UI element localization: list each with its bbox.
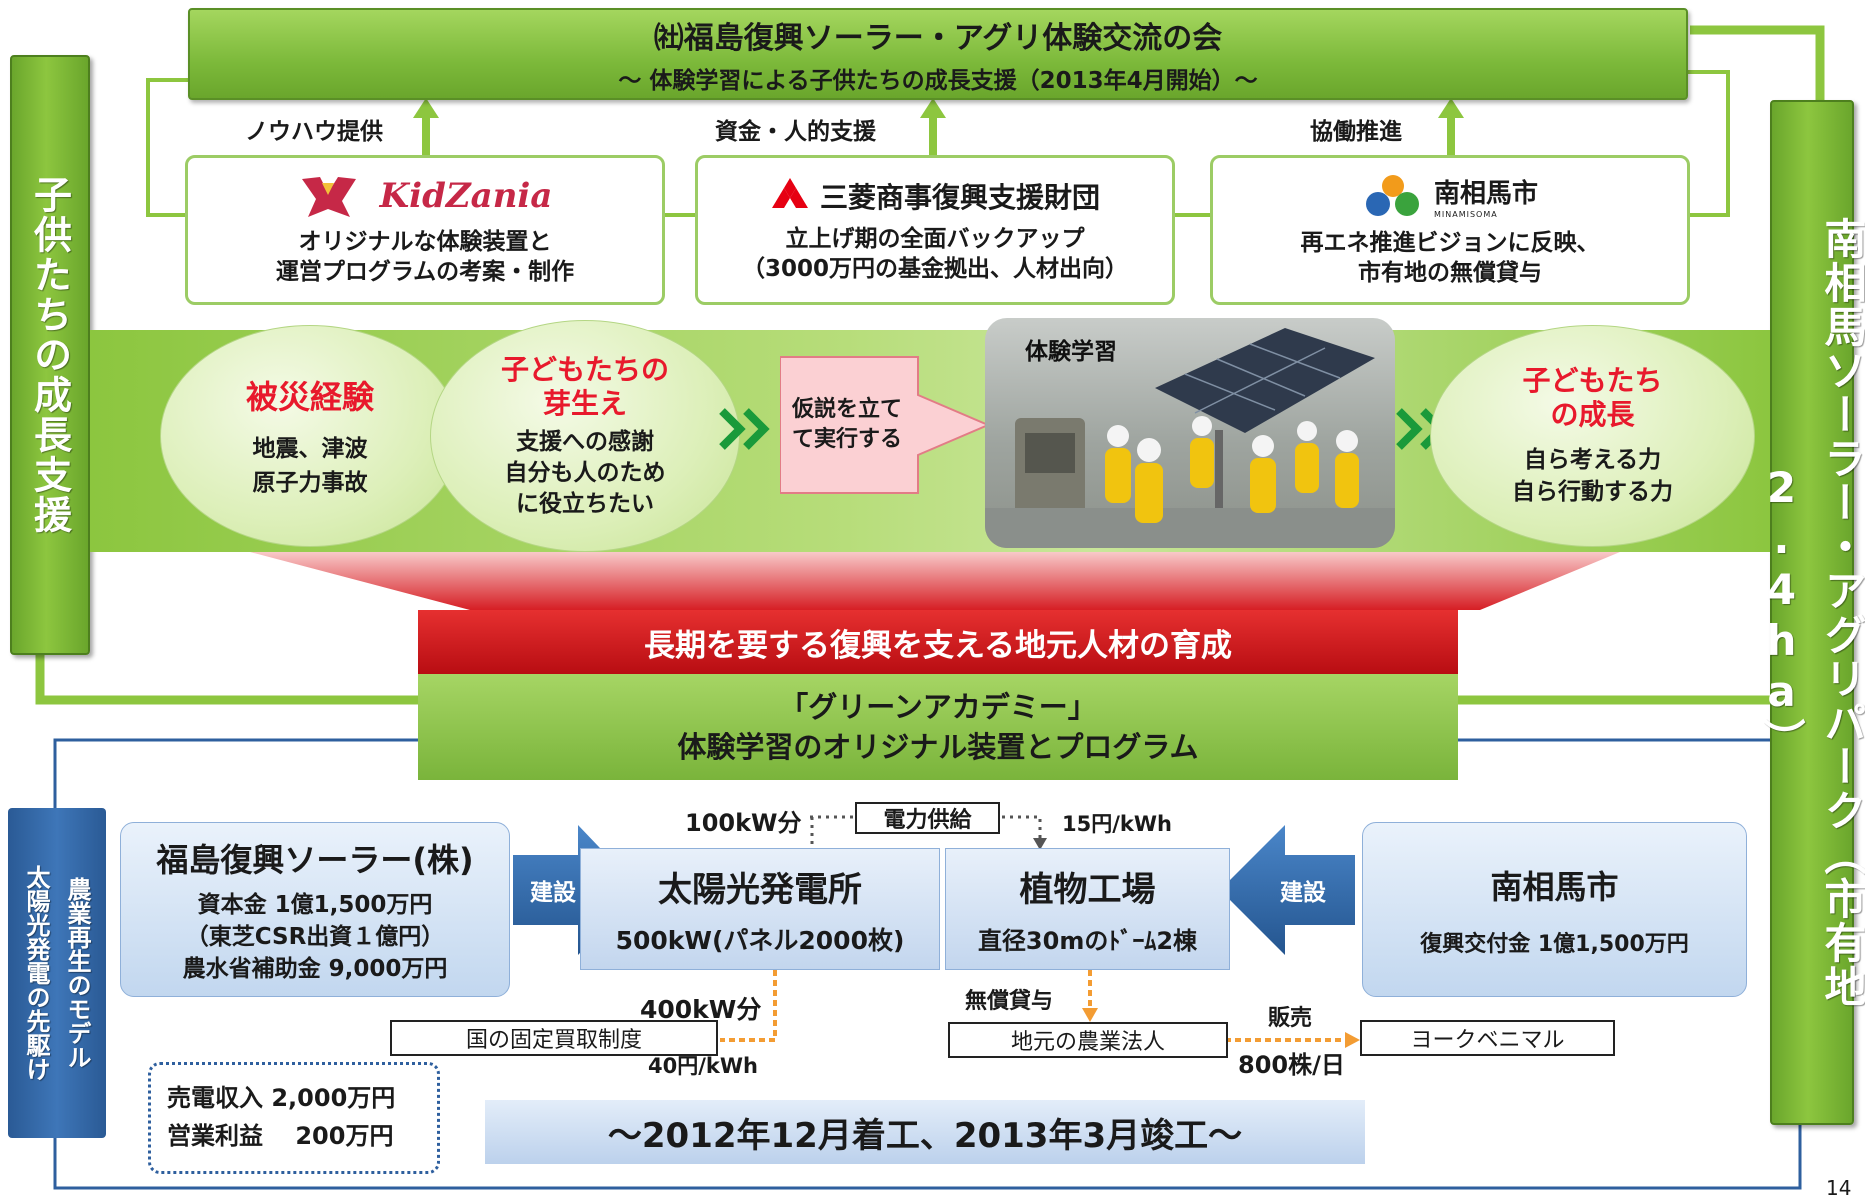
double-chevron-icon [719, 408, 770, 450]
growth-line-2: 自ら行動する力 [1512, 479, 1673, 505]
sprout-line-3: に役立ちたい [516, 490, 654, 517]
disaster-line-2: 原子力事故 [252, 470, 368, 496]
model-tag: 農業再生のモデル 太陽光発電の先駆け [8, 808, 106, 1138]
revenue-line-2: 営業利益 200万円 [167, 1122, 394, 1150]
left-loop-line [146, 78, 188, 217]
feedin-amount: 400kW分 [640, 995, 762, 1024]
feedin-price: 40円/kWh [648, 1054, 758, 1078]
minamisoma-sub: MINAMISOMA [1433, 210, 1498, 219]
header-subtitle: ～ 体験学習による子供たちの成長支援（2013年4月開始）～ [618, 68, 1258, 94]
disaster-title: 被災経験 [245, 378, 374, 416]
build-label-left: 建設 [530, 880, 576, 906]
sprout-line-1: 支援への感謝 [516, 428, 654, 455]
support-label-funding: 資金・人的支援 [715, 119, 876, 145]
power-label: 電力供給 [855, 802, 1000, 834]
right-side-bar-text: 南相馬ソーラー・アグリパーク（市有地2.4ha） [1757, 216, 1865, 1009]
growth-line-1: 自ら考える力 [1523, 447, 1662, 473]
sales-volume: 800株/日 [1238, 1051, 1345, 1079]
left-side-bar: 子供たちの成長支援 [10, 55, 90, 655]
left-side-bar-text: 子供たちの成長支援 [27, 175, 72, 535]
plant-factory-box: 植物工場 直径30mのﾄﾞｰﾑ2棟 [945, 848, 1230, 970]
kidzania-line-1: オリジナルな体験装置と [298, 229, 552, 255]
solar-plant-title: 太陽光発電所 [658, 869, 862, 910]
lending-target: 地元の農業法人 [948, 1022, 1228, 1058]
revenue-line-1: 売電収入 2,000万円 [167, 1084, 396, 1112]
right-side-bar: 南相馬ソーラー・アグリパーク（市有地2.4ha） [1757, 100, 1865, 1125]
kidzania-logo-icon [301, 177, 356, 217]
header-title: ㈳福島復興ソーラー・アグリ体験交流の会 [653, 21, 1223, 56]
sprout-title-2: 芽生え [542, 386, 627, 420]
header-box: ㈳福島復興ソーラー・アグリ体験交流の会 ～ 体験学習による子供たちの成長支援（2… [188, 8, 1688, 100]
partner-kidzania: KidZania オリジナルな体験装置と 運営プログラムの考案・制作 [185, 155, 665, 305]
green-academy-title: 「グリーンアカデミー」 [779, 690, 1097, 724]
page-number: 14 [1826, 1180, 1852, 1197]
sales-target: ヨークベニマル [1360, 1020, 1615, 1056]
plant-factory-detail: 直径30mのﾄﾞｰﾑ2棟 [977, 927, 1198, 955]
minamisoma-line-2: 市有地の無償貸与 [1358, 260, 1542, 286]
company-line-2: （東芝CSR出資１億円） [185, 923, 445, 950]
mitsubishi-line-2: （3000万円の基金拠出、人材出向） [741, 256, 1128, 282]
mitsubishi-name: 三菱商事復興支援財団 [819, 181, 1100, 214]
mitsubishi-line-1: 立上げ期の全面バックアップ [785, 226, 1085, 252]
right-loop-line [1688, 70, 1730, 217]
red-funnel [250, 552, 1620, 610]
orange-dotted-lines [720, 970, 1345, 1042]
hypothesis-line-2: て実行する [792, 427, 903, 452]
model-tag-line-1: 農業再生のモデル [63, 877, 91, 1069]
support-label-knowhow: ノウハウ提供 [245, 119, 383, 145]
company-line-3: 農水省補助金 9,000万円 [182, 955, 448, 982]
oval-disaster: 被災経験 地震、津波 原子力事故 [160, 325, 460, 547]
oval-growth: 子どもたち の成長 自ら考える力 自ら行動する力 [1430, 325, 1755, 547]
green-academy-subtitle: 体験学習のオリジナル装置とプログラム [677, 730, 1199, 764]
solar-panel-scene-icon [985, 328, 1395, 548]
oval-sprout: 子どもたちの 芽生え 支援への感謝 自分も人のため に役立ちたい [430, 320, 740, 552]
disaster-line-1: 地震、津波 [252, 436, 368, 462]
minamisoma-line-1: 再エネ推進ビジョンに反映、 [1300, 230, 1600, 256]
solar-plant-detail: 500kW(パネル2000枚) [615, 925, 905, 955]
growth-title-2: の成長 [1550, 398, 1635, 431]
green-academy-banner: 「グリーンアカデミー」 体験学習のオリジナル装置とプログラム [418, 674, 1458, 780]
mitsubishi-logo-icon [771, 178, 808, 208]
power-amount: 100kW分 [685, 809, 802, 837]
partner-mitsubishi: 三菱商事復興支援財団 立上げ期の全面バックアップ （3000万円の基金拠出、人材… [695, 155, 1175, 305]
kidzania-name: KidZania [379, 176, 553, 216]
city-detail: 復興交付金 1億1,500万円 [1420, 931, 1689, 957]
support-label-cooperation: 協働推進 [1310, 119, 1402, 145]
red-banner: 長期を要する復興を支える地元人材の育成 [418, 610, 1458, 674]
experience-photo: 体験学習 [985, 318, 1395, 548]
lending-label: 無償貸与 [965, 989, 1054, 1014]
plant-factory-title: 植物工場 [1019, 870, 1156, 910]
city-title: 南相馬市 [1490, 867, 1619, 906]
power-price: 15円/kWh [1062, 812, 1172, 836]
partner-minamisoma: 南相馬市 MINAMISOMA 再エネ推進ビジョンに反映、 市有地の無償貸与 [1210, 155, 1690, 305]
sprout-title-1: 子どもたちの [500, 352, 669, 386]
minamisoma-name: 南相馬市 [1433, 179, 1538, 209]
growth-title-1: 子どもたち [1522, 364, 1663, 397]
hypothesis-line-1: 仮説を立て [792, 397, 903, 422]
photo-label: 体験学習 [1025, 339, 1117, 365]
minamisoma-logo-icon [1365, 175, 1419, 216]
kidzania-line-2: 運営プログラムの考案・制作 [275, 259, 575, 285]
up-arrows [413, 98, 1464, 157]
solar-plant-box: 太陽光発電所 500kW(パネル2000枚) [580, 848, 940, 970]
build-arrow-right [1220, 825, 1355, 955]
schedule-banner: ～2012年12月着工、2013年3月竣工～ [485, 1100, 1365, 1164]
sales-label: 販売 [1268, 1006, 1313, 1031]
feedin-label: 国の固定買取制度 [390, 1020, 718, 1056]
hypothesis-arrow: 仮説を立て て実行する [780, 355, 990, 495]
model-tag-line-2: 太陽光発電の先駆け [22, 865, 50, 1081]
city-box: 南相馬市 復興交付金 1億1,500万円 [1362, 822, 1747, 997]
build-label-right: 建設 [1280, 880, 1326, 906]
revenue-box: 売電収入 2,000万円 営業利益 200万円 [148, 1062, 440, 1174]
company-line-1: 資本金 1億1,500万円 [197, 891, 433, 918]
company-title: 福島復興ソーラー(株) [156, 840, 474, 879]
sprout-line-2: 自分も人のため [504, 459, 666, 486]
company-box: 福島復興ソーラー(株) 資本金 1億1,500万円 （東芝CSR出資１億円） 農… [120, 822, 510, 997]
